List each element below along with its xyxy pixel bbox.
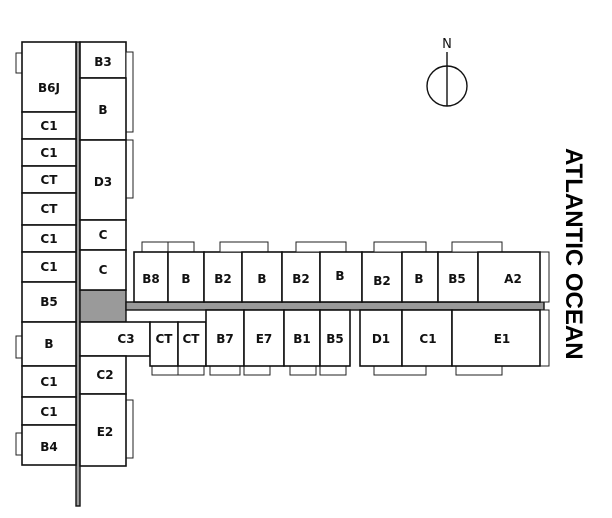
unit-A2[interactable]: A2	[451, 241, 550, 303]
unit-E7[interactable]: E7	[243, 309, 285, 376]
unit-C-1[interactable]: C	[79, 219, 127, 251]
unit-label: A2	[504, 272, 522, 286]
unit-label: D1	[372, 332, 390, 346]
unit-label: C1	[40, 405, 57, 419]
unit-label: B3	[94, 55, 112, 69]
unit-label: E1	[494, 332, 511, 346]
unit-label: CT	[156, 332, 174, 346]
unit-B2-3[interactable]: B2	[361, 251, 403, 303]
unit-label: C1	[40, 146, 57, 160]
unit-label: C1	[40, 232, 57, 246]
unit-B5-west[interactable]: B5	[21, 281, 77, 323]
unit-B5-east[interactable]: B5	[437, 251, 479, 303]
unit-label: B	[98, 103, 107, 117]
unit-label: C	[99, 228, 108, 242]
unit-label: B	[414, 272, 423, 286]
unit-label: E7	[256, 332, 273, 346]
unit-label: B6J	[38, 81, 60, 95]
unit-C3[interactable]: C3	[79, 321, 151, 357]
ocean-label: ATLANTIC OCEAN	[560, 148, 587, 360]
unit-B3[interactable]: B3	[79, 41, 127, 79]
unit-label: C2	[96, 368, 113, 382]
unit-label: B	[335, 269, 344, 283]
unit-B1[interactable]: B1	[283, 309, 321, 376]
unit-B2-2[interactable]: B2	[281, 251, 321, 303]
unit-label: CT	[41, 202, 59, 216]
unit-label: B7	[216, 332, 234, 346]
unit-B8[interactable]: B8	[133, 241, 169, 303]
unit-label: B2	[214, 272, 232, 286]
unit-label: B	[181, 272, 190, 286]
unit-E1[interactable]: E1	[451, 309, 550, 376]
unit-label: C1	[40, 119, 57, 133]
unit-B-east-2[interactable]: B	[219, 241, 283, 303]
unit-label: C1	[40, 260, 57, 274]
unit-label: C1	[40, 375, 57, 389]
unit-label: CT	[41, 173, 59, 187]
unit-B-east-1[interactable]: B	[167, 241, 205, 303]
unit-B-west[interactable]: B	[15, 321, 77, 367]
unit-C1-2[interactable]: C1	[21, 138, 77, 167]
unit-label: E2	[97, 425, 114, 439]
unit-CT-1[interactable]: CT	[21, 165, 77, 194]
unit-label: B5	[40, 295, 58, 309]
unit-label: B2	[373, 274, 391, 288]
unit-D1[interactable]: D1	[359, 309, 427, 376]
unit-label: B5	[326, 332, 344, 346]
unit-E2[interactable]: E2	[79, 393, 134, 467]
horizontal-corridor	[125, 301, 545, 311]
unit-C1-1[interactable]: C1	[21, 111, 77, 140]
unit-label: D3	[94, 175, 112, 189]
unit-B5-south[interactable]: B5	[319, 309, 351, 376]
unit-C1-5[interactable]: C1	[21, 365, 77, 398]
unit-C1-6[interactable]: C1	[21, 396, 77, 426]
unit-B6J[interactable]: B6J	[15, 41, 77, 113]
unit-label: B2	[292, 272, 310, 286]
unit-C1-4[interactable]: C1	[21, 251, 77, 283]
unit-C1-3[interactable]: C1	[21, 224, 77, 253]
unit-label: B8	[142, 272, 160, 286]
unit-label: B5	[448, 272, 466, 286]
unit-CT-3[interactable]: CT	[149, 321, 179, 376]
unit-CT-4[interactable]: CT	[177, 321, 207, 376]
unit-label: B	[257, 272, 266, 286]
north-label: N	[442, 37, 452, 52]
unit-B2-1[interactable]: B2	[203, 251, 243, 303]
unit-label: C3	[117, 332, 134, 346]
corridor-junction	[79, 289, 127, 323]
unit-label: B	[44, 337, 53, 351]
unit-C1-7[interactable]: C1	[401, 309, 453, 367]
unit-CT-2[interactable]: CT	[21, 192, 77, 226]
unit-B-east-3[interactable]: B	[295, 241, 363, 303]
unit-label: B4	[40, 440, 58, 454]
unit-C-2[interactable]: C	[79, 249, 127, 291]
unit-B7[interactable]: B7	[205, 309, 245, 376]
unit-B-top[interactable]: B	[79, 51, 134, 141]
unit-label: B1	[293, 332, 311, 346]
unit-D3[interactable]: D3	[79, 139, 134, 221]
unit-B4[interactable]: B4	[15, 424, 77, 466]
unit-C2[interactable]: C2	[79, 355, 127, 395]
unit-label: C1	[419, 332, 436, 346]
unit-label: C	[99, 263, 108, 277]
unit-label: CT	[183, 332, 201, 346]
north-arrow: N	[426, 37, 468, 107]
